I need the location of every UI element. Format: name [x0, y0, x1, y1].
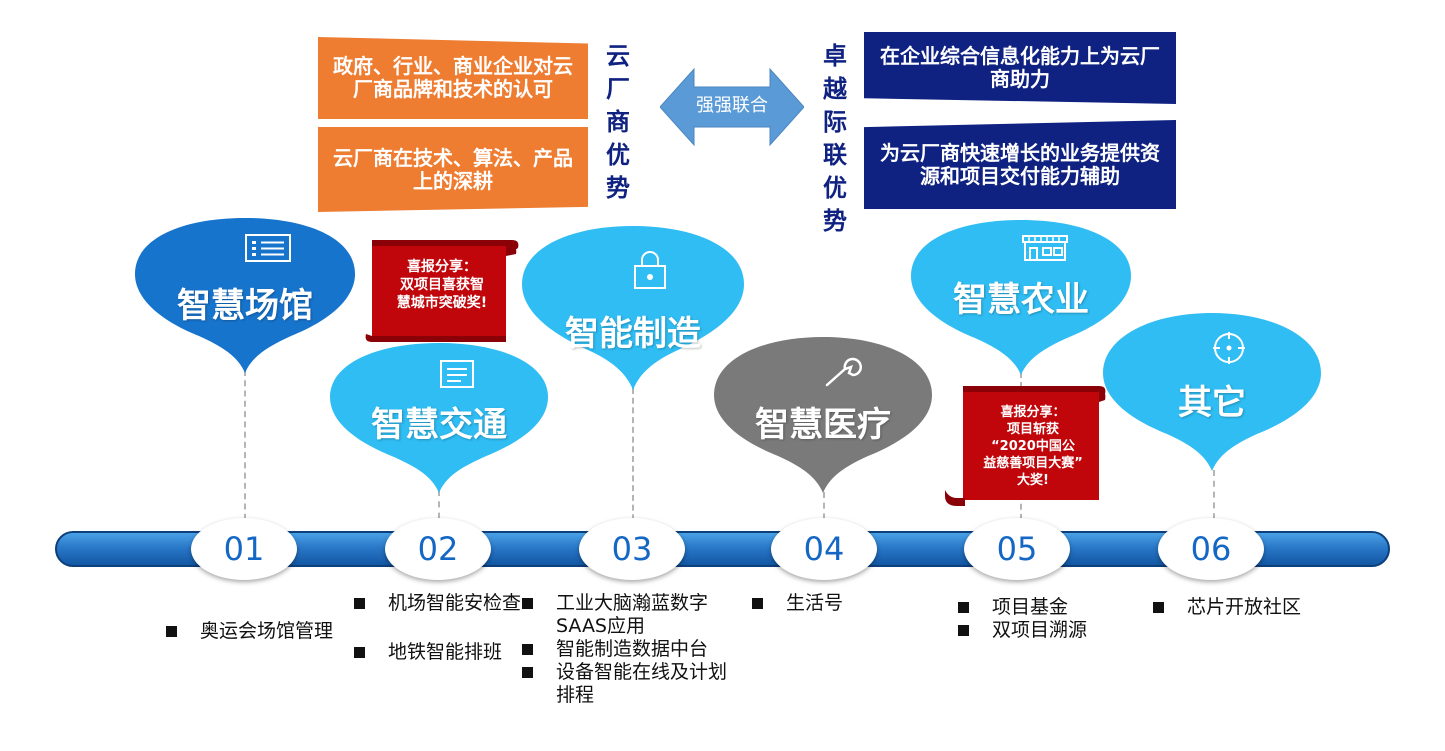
connector-line: [1213, 470, 1215, 530]
pin-shape: [714, 337, 932, 493]
pin-smart-traffic: 智慧交通: [330, 343, 548, 493]
step-number-01: 01: [191, 518, 297, 580]
pin-smart-venue: 智慧场馆: [135, 218, 355, 373]
zhuoyue-title: 卓越际联优势: [823, 42, 847, 235]
list-col-4: 生活号: [752, 592, 922, 615]
list-col-3: 工业大脑瀚蓝数字SAAS应用 智能制造数据中台 设备智能在线及计划排程: [522, 592, 732, 707]
step-number-06: 06: [1158, 518, 1264, 580]
right-advantage-2: 为云厂商快速增长的业务提供资源和项目交付能力辅助: [864, 120, 1176, 209]
scroll-shape: [945, 386, 1106, 506]
cloud-vendor-title: 云厂商优势: [606, 42, 630, 202]
step-number-03: 03: [579, 518, 685, 580]
pin-smart-manufacturing: 智能制造: [522, 226, 744, 390]
list-item: 机场智能安检查: [354, 592, 529, 615]
list-col-6: 芯片开放社区: [1153, 596, 1343, 619]
connector-line: [823, 492, 825, 530]
pin-shape: [135, 218, 355, 373]
award-scroll-2: 喜报分享： 项目斩获 “2020中国公 益慈善项目大赛” 大奖!: [945, 382, 1109, 510]
connector-line: [632, 388, 634, 530]
double-arrow-icon: [660, 67, 804, 147]
pin-shape: [1103, 313, 1321, 471]
connector-line: [244, 370, 246, 530]
list-item: 地铁智能排班: [354, 641, 529, 664]
pin-shape: [911, 220, 1131, 375]
pin-shape: [330, 343, 548, 493]
scroll-shape: [365, 240, 519, 342]
right-advantage-1: 在企业综合信息化能力上为云厂商助力: [864, 32, 1176, 104]
pin-smart-agriculture: 智慧农业: [911, 220, 1131, 375]
list-col-1: 奥运会场馆管理: [166, 620, 341, 643]
list-item: 设备智能在线及计划排程: [522, 661, 732, 707]
pin-smart-healthcare: 智慧医疗: [714, 337, 932, 493]
list-item: 智能制造数据中台: [522, 638, 732, 661]
list-item: 奥运会场馆管理: [166, 620, 341, 643]
list-item: 生活号: [752, 592, 922, 615]
list-item: 工业大脑瀚蓝数字SAAS应用: [522, 592, 732, 638]
step-number-05: 05: [964, 518, 1070, 580]
step-number-04: 04: [771, 518, 877, 580]
list-item: 项目基金: [958, 596, 1128, 619]
left-advantage-1: 政府、行业、商业企业对云厂商品牌和技术的认可: [318, 37, 588, 119]
list-col-5: 项目基金 双项目溯源: [958, 596, 1128, 642]
list-item: 双项目溯源: [958, 619, 1128, 642]
pin-others: 其它: [1103, 313, 1321, 471]
list-col-2: 机场智能安检查 地铁智能排班: [354, 592, 529, 664]
connector-line: [438, 490, 440, 530]
award-scroll-1: 喜报分享： 双项目喜获智 慧城市突破奖!: [362, 236, 522, 346]
step-number-02: 02: [385, 518, 491, 580]
left-advantage-2: 云厂商在技术、算法、产品上的深耕: [318, 127, 588, 212]
alliance-label: 强强联合: [696, 95, 768, 116]
list-item: 芯片开放社区: [1153, 596, 1343, 619]
pin-shape: [522, 226, 744, 390]
